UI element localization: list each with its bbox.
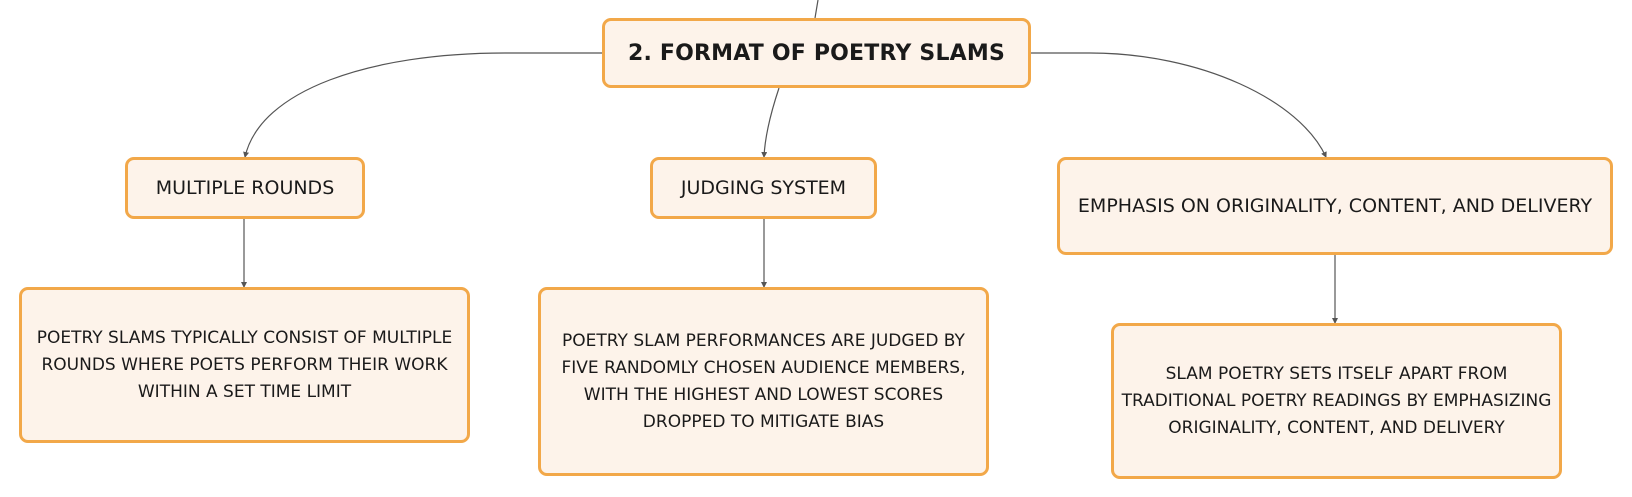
- detail-node-text: SLAM POETRY SETS ITSELF APART FROM TRADI…: [1121, 363, 1552, 438]
- topic-node-emphasis[interactable]: EMPHASIS ON ORIGINALITY, CONTENT, AND DE…: [1057, 157, 1613, 255]
- connector-root-to-emphasis: [1031, 52, 1327, 158]
- detail-node-judging-system[interactable]: POETRY SLAM PERFORMANCES ARE JUDGED BY F…: [538, 287, 989, 476]
- connector-root-to-multiple-rounds: [243, 52, 602, 158]
- topic-node-label: JUDGING SYSTEM: [680, 177, 847, 199]
- incoming-connector: [814, 0, 819, 19]
- root-node[interactable]: 2. FORMAT OF POETRY SLAMS: [602, 18, 1031, 88]
- topic-node-label: EMPHASIS ON ORIGINALITY, CONTENT, AND DE…: [1077, 195, 1593, 217]
- detail-node-text: POETRY SLAM PERFORMANCES ARE JUDGED BY F…: [561, 330, 966, 432]
- topic-node-label: MULTIPLE ROUNDS: [155, 177, 335, 199]
- topic-node-multiple-rounds[interactable]: MULTIPLE ROUNDS: [125, 157, 365, 219]
- detail-node-multiple-rounds[interactable]: POETRY SLAMS TYPICALLY CONSIST OF MULTIP…: [19, 287, 470, 443]
- detail-node-emphasis[interactable]: SLAM POETRY SETS ITSELF APART FROM TRADI…: [1111, 323, 1562, 479]
- root-node-label: 2. FORMAT OF POETRY SLAMS: [627, 40, 1006, 66]
- connector-root-to-judging-system: [761, 87, 780, 158]
- topic-node-judging-system[interactable]: JUDGING SYSTEM: [650, 157, 877, 219]
- detail-node-text: POETRY SLAMS TYPICALLY CONSIST OF MULTIP…: [36, 327, 453, 402]
